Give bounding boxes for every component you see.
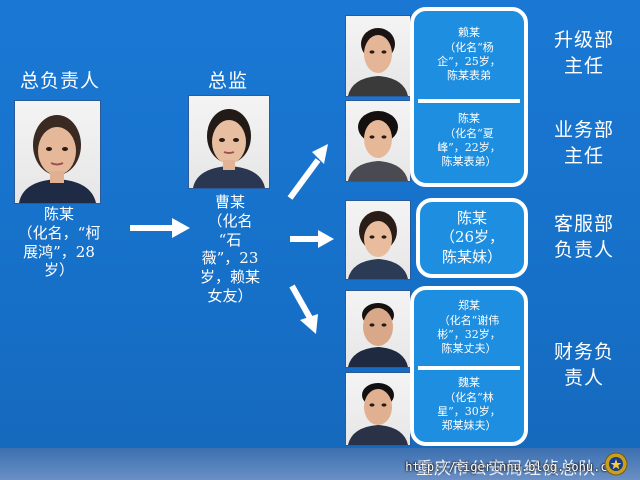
member-photo-5 [345, 372, 411, 446]
watermark-url: http://tigerlnnu.blog.sohu.com [405, 460, 622, 474]
dept-finance: 财务负 责人 [553, 341, 614, 389]
director-portrait-icon [193, 109, 265, 188]
member-4-portrait-icon [348, 303, 408, 367]
footer-org-name: 重庆市公安局经侦总队 [416, 459, 596, 479]
member-info-1: 赖某 （化名“杨 企”，25岁， 陈某表弟 [437, 26, 501, 83]
member-1-portrait-icon [348, 28, 408, 96]
arrow-to-lower [289, 284, 318, 334]
police-badge-icon [604, 452, 628, 476]
member-2-portrait-icon [348, 111, 408, 181]
footer-bar: 重庆市公安局经侦总队 [0, 448, 640, 480]
member-info-2: 陈某 （化名“夏 峰”，22岁， 陈某表弟） [437, 112, 501, 169]
info-box-bottom-divider [418, 366, 520, 370]
info-box-top [410, 7, 528, 187]
member-5-portrait-icon [348, 383, 408, 445]
leader-photo [14, 100, 101, 204]
dept-upgrade: 升级部 主任 [553, 29, 614, 77]
member-photo-3 [345, 200, 411, 280]
member-info-3: 陈某 （26岁， 陈某妹） [439, 208, 505, 266]
leader-caption: 陈某 （化名，“柯 展鸿”，28 岁） [17, 205, 101, 280]
member-3-portrait-icon [348, 211, 408, 279]
member-photo-4 [345, 290, 411, 368]
arrow-to-upper [287, 144, 328, 200]
member-photo-1 [345, 15, 411, 97]
director-caption: 曹某 （化名 “石 薇”，23 岁，赖某 女友） [199, 193, 260, 305]
info-box-bottom [410, 286, 528, 446]
director-heading: 总监 [207, 70, 248, 92]
info-box-middle [416, 198, 528, 278]
member-photo-2 [345, 100, 411, 182]
director-photo [188, 95, 270, 189]
member-info-4: 郑某 （化名“谢伟 彬”，32岁， 陈某丈夫） [437, 299, 501, 356]
leader-portrait-icon [19, 115, 96, 203]
dept-business: 业务部 主任 [553, 119, 614, 167]
arrow-to-middle [290, 230, 334, 248]
info-box-top-divider [418, 99, 520, 103]
arrow-leader-to-director [130, 218, 190, 238]
leader-heading: 总负责人 [19, 70, 100, 92]
dept-customer-service: 客服部 负责人 [553, 213, 614, 261]
member-info-5: 魏某 （化名“林 星”，30岁， 郑某妹夫） [437, 376, 501, 433]
